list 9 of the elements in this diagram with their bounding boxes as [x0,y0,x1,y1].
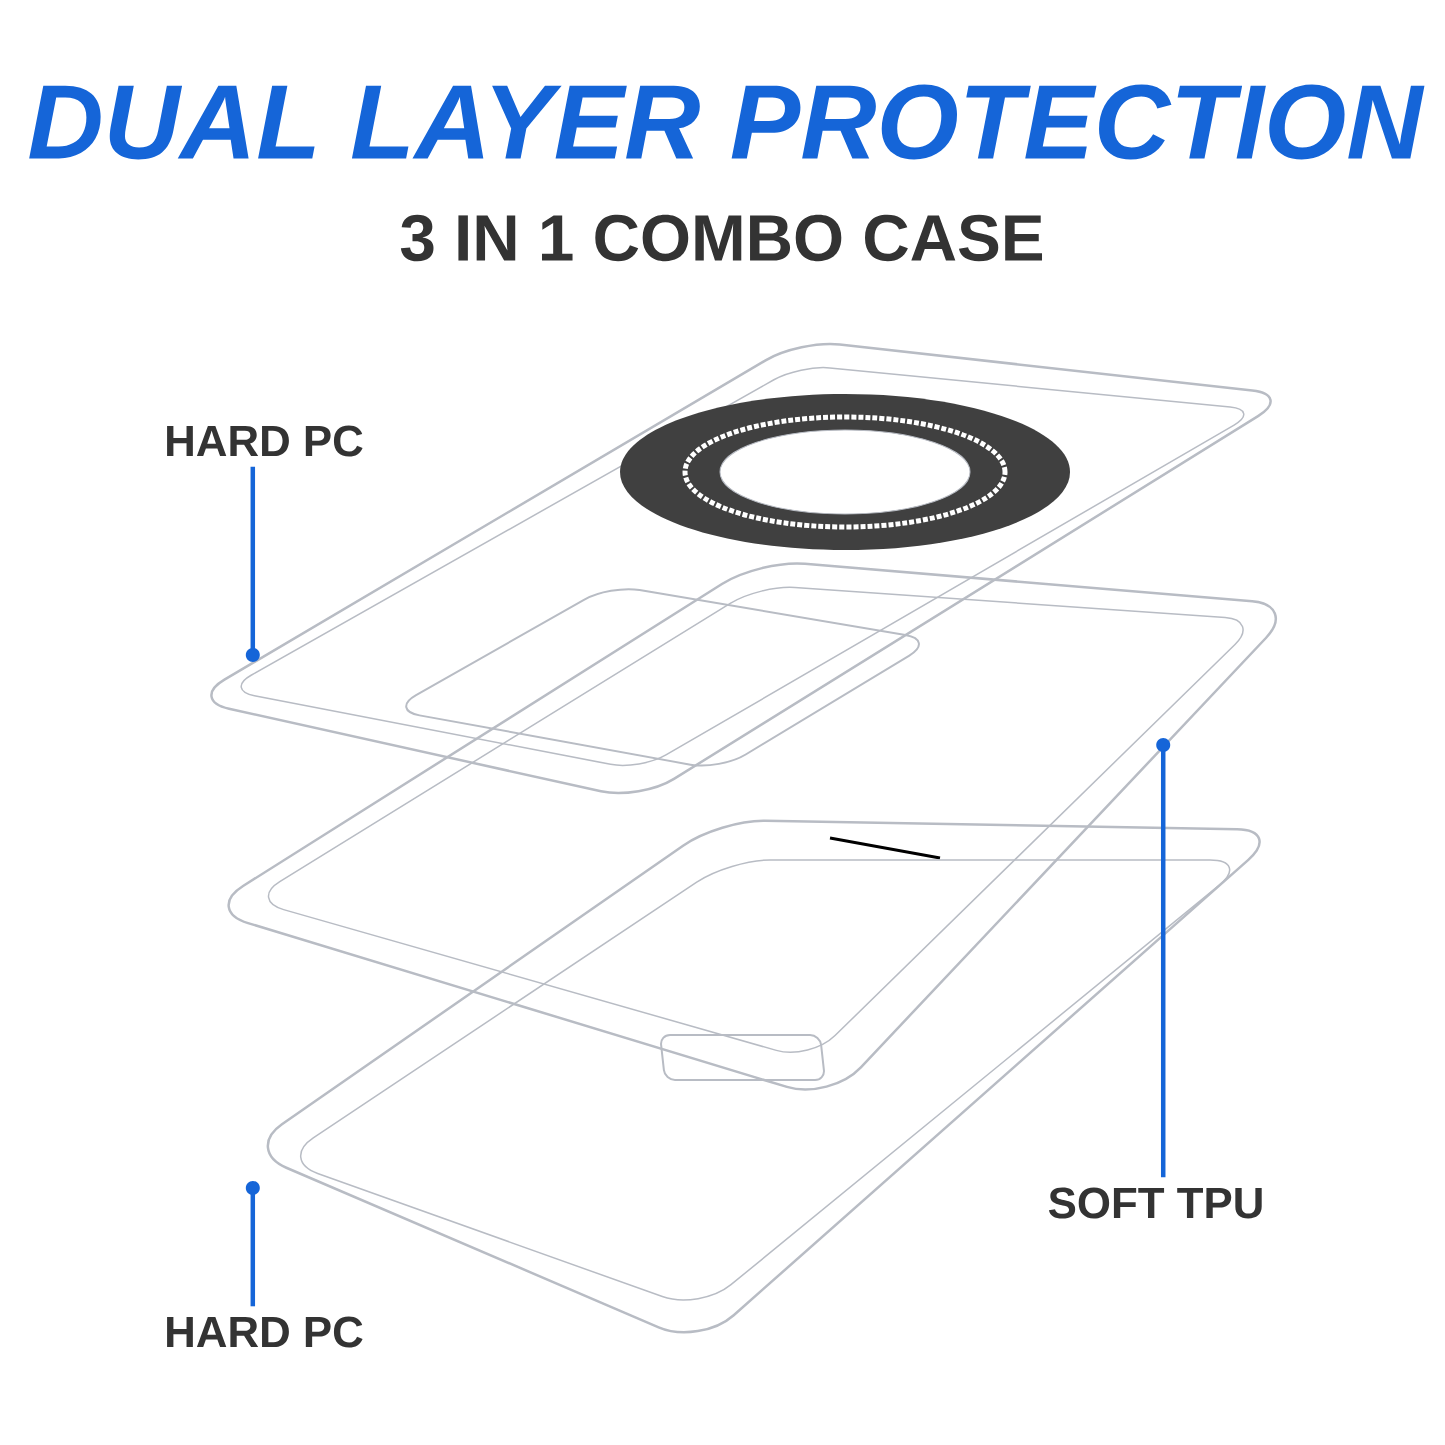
part-label: HARD PC [167,1316,363,1348]
leader-line [1156,738,1171,1178]
part-label: SOFT TPU [1048,1187,1262,1219]
subtitle: 3 IN 1 COMBO CASE [400,214,1042,262]
leader-line [245,466,260,662]
bumper-drawing [227,562,1277,1091]
title: DUAL LAYER PROTECTION [29,84,1425,160]
leader-line [245,1181,260,1307]
part-label: HARD PC [167,425,363,457]
